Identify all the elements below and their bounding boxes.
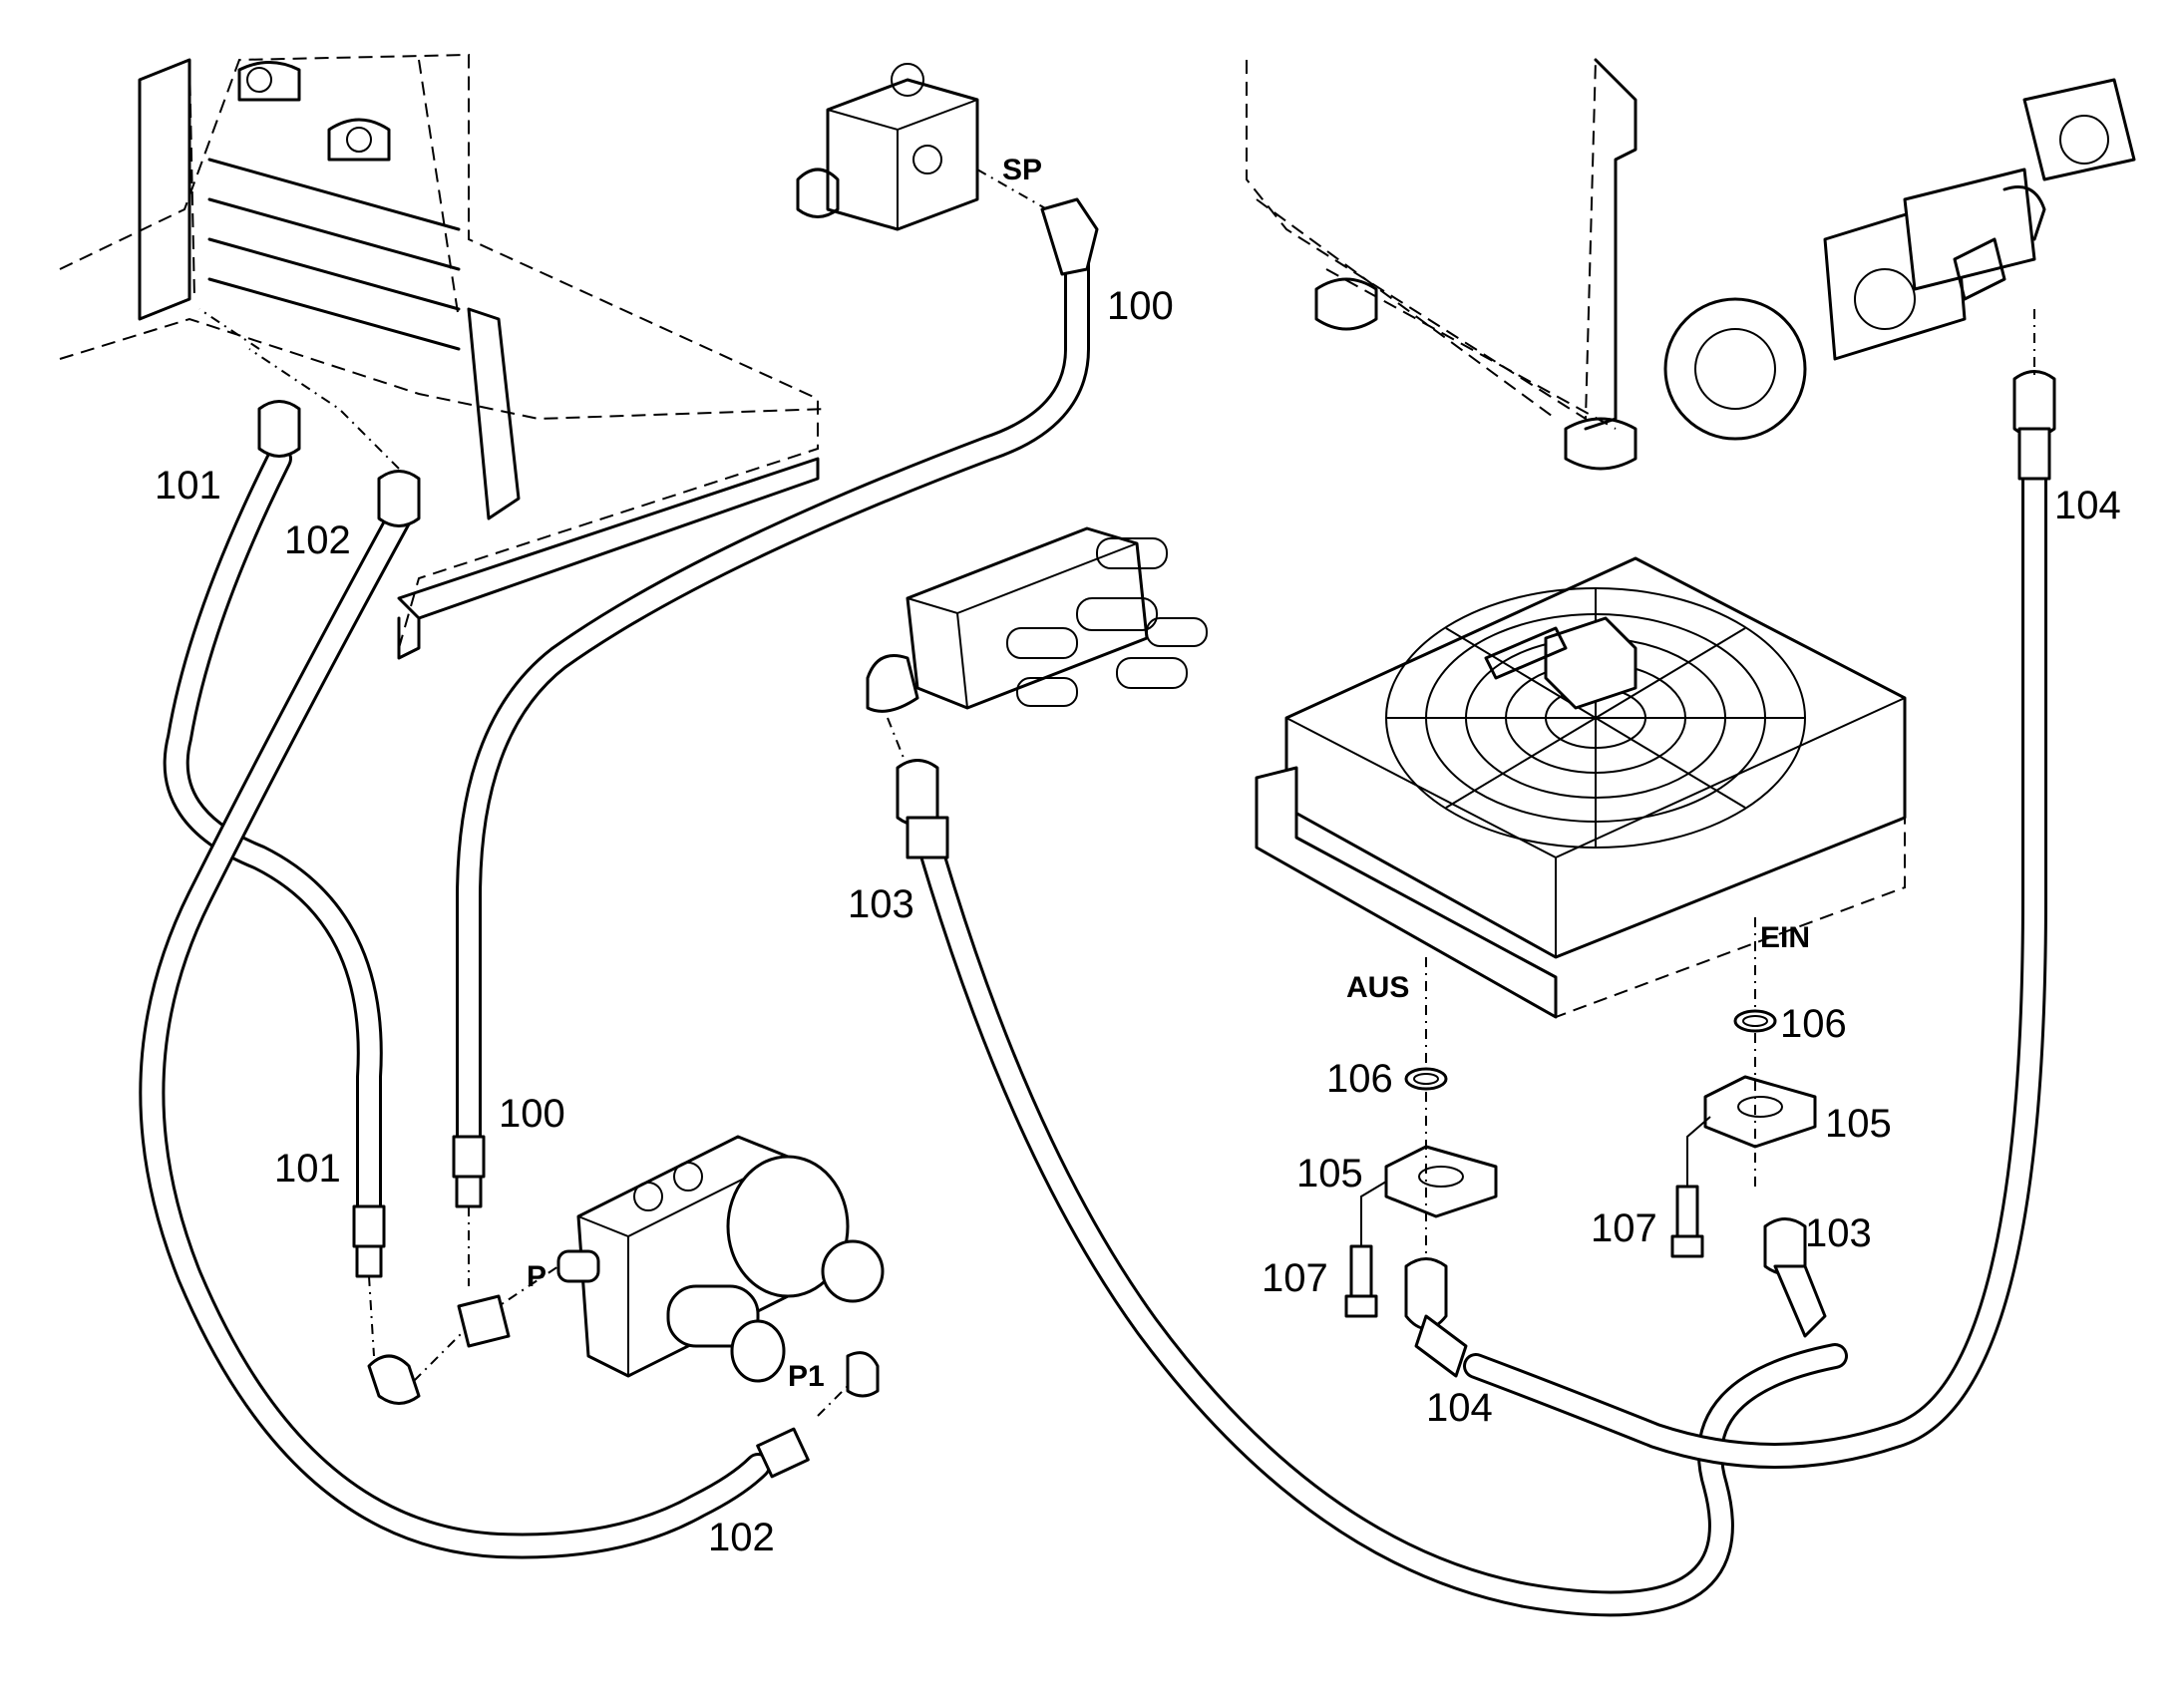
callout-102-top: 102 bbox=[284, 518, 351, 562]
valve-block-sp bbox=[796, 63, 1048, 231]
callout-107-right: 107 bbox=[1591, 1206, 1657, 1250]
hose-100 bbox=[452, 197, 1099, 1286]
port-label-sp: SP bbox=[1002, 154, 1042, 186]
callout-102-bottom: 102 bbox=[708, 1516, 775, 1559]
seal-106-right bbox=[1733, 1009, 1777, 1033]
callout-105-left: 105 bbox=[1296, 1152, 1363, 1196]
callout-100-top: 100 bbox=[1107, 284, 1174, 328]
port-label-p: P bbox=[527, 1260, 546, 1293]
seal-106-left bbox=[1404, 1067, 1448, 1091]
screw-107-right bbox=[1670, 1116, 1711, 1258]
callout-106-left: 106 bbox=[1326, 1057, 1393, 1101]
flange-105-right bbox=[1703, 1075, 1817, 1149]
callout-104-right: 104 bbox=[2054, 484, 2121, 527]
port-label-aus: AUS bbox=[1346, 971, 1409, 1004]
callout-104-bottom: 104 bbox=[1426, 1386, 1493, 1430]
main-valve-block bbox=[367, 1135, 885, 1417]
valve-manifold bbox=[866, 526, 1208, 769]
right-tank-pump-assembly bbox=[1246, 58, 2136, 471]
oil-cooler-fan bbox=[1255, 556, 1907, 1067]
callouts: 100 100 101 101 102 102 103 103 104 104 … bbox=[155, 284, 2121, 1559]
callout-103-right: 103 bbox=[1805, 1211, 1872, 1255]
port-label-p1: P1 bbox=[788, 1360, 825, 1393]
left-frame-structure bbox=[59, 53, 829, 660]
hose-101 bbox=[163, 308, 386, 1357]
hose-102 bbox=[139, 348, 810, 1559]
callout-105-right: 105 bbox=[1825, 1102, 1892, 1146]
callout-103-left: 103 bbox=[848, 882, 914, 926]
callout-100-bottom: 100 bbox=[499, 1092, 565, 1136]
callout-101-bottom: 101 bbox=[274, 1147, 341, 1191]
port-label-ein: EIN bbox=[1760, 921, 1810, 954]
flange-105-left bbox=[1384, 1145, 1498, 1218]
screw-107-left bbox=[1344, 1181, 1387, 1318]
callout-106-right: 106 bbox=[1780, 1002, 1847, 1046]
callout-107-left: 107 bbox=[1262, 1256, 1328, 1300]
port-labels: SP P P1 AUS EIN bbox=[527, 154, 1810, 1393]
hose-104 bbox=[1404, 309, 2056, 1469]
callout-101-top: 101 bbox=[155, 464, 221, 508]
